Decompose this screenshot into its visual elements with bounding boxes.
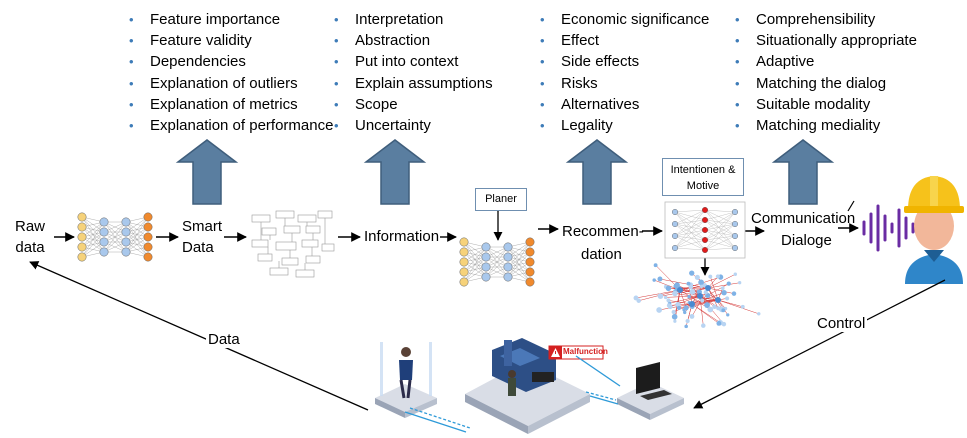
intentions-box: Intentionen & Motive <box>662 158 744 196</box>
list-item: Suitable modality <box>735 94 917 115</box>
computer-platform-icon <box>617 362 684 420</box>
list-item: Abstraction <box>334 30 493 51</box>
audio-waveform-icon <box>862 204 915 252</box>
list-item: Explanation of performance <box>129 115 333 136</box>
list-item: Put into context <box>334 51 493 72</box>
planer-box: Planer <box>475 188 527 211</box>
recommendation-line2: dation <box>581 246 622 263</box>
network-graph-icon <box>633 263 761 329</box>
list-item: Effect <box>540 30 709 51</box>
flowchart-thumbnail-icon <box>251 210 335 278</box>
list-item: Explain assumptions <box>334 73 493 94</box>
malfunction-warning-icon <box>548 345 604 360</box>
list-item: Matching mediality <box>735 115 917 136</box>
list-item: Legality <box>540 115 709 136</box>
list-item: Matching the dialog <box>735 73 917 94</box>
operator-platform-icon <box>375 342 437 418</box>
smart-data-line2: Data <box>182 239 214 256</box>
list-item: Alternatives <box>540 94 709 115</box>
list-item: Explanation of metrics <box>129 94 333 115</box>
raw-data-line1: Raw <box>14 218 45 235</box>
control-feedback-label: Control <box>815 315 868 332</box>
list-item: Scope <box>334 94 493 115</box>
communication-line1: Communication <box>751 210 856 227</box>
worker-avatar-icon <box>904 176 964 284</box>
list-item: Interpretation <box>334 9 493 30</box>
slash-divider <box>847 200 855 212</box>
communication-line2: Dialoge <box>781 232 832 249</box>
neural-network-2-icon <box>459 237 535 287</box>
recommendation-line1: Recommen- <box>562 223 644 240</box>
smart-data-line1: Smart <box>182 218 223 235</box>
list-item: Explanation of outliers <box>129 73 333 94</box>
up-arrow-3 <box>565 139 629 205</box>
up-arrow-4 <box>771 139 835 205</box>
list-item: Situationally appropriate <box>735 30 917 51</box>
communication-label: Communication Dialoge <box>751 208 855 252</box>
smart-data-label: Smart Data <box>182 216 222 258</box>
intentions-line1: Intentionen & <box>670 164 736 176</box>
list-item: Uncertainty <box>334 115 493 136</box>
neural-network-3-icon <box>664 201 746 259</box>
communication-quality-list: Comprehensibility Situationally appropri… <box>735 9 917 136</box>
raw-data-line2: data <box>15 239 45 256</box>
neural-network-1-icon <box>77 212 153 262</box>
list-item: Adaptive <box>735 51 917 72</box>
list-item: Dependencies <box>129 51 333 72</box>
list-item: Economic significance <box>540 9 709 30</box>
recommendation-label: Recommen- dation <box>562 220 644 266</box>
machine-platform-icon <box>465 338 590 434</box>
up-arrow-1 <box>175 139 239 205</box>
control-feedback-arrow <box>693 279 946 409</box>
list-item: Feature importance <box>129 9 333 30</box>
intentions-line2: Motive <box>686 180 720 192</box>
list-item: Side effects <box>540 51 709 72</box>
up-arrow-2 <box>363 139 427 205</box>
data-feedback-label: Data <box>206 331 242 348</box>
network-cable-lines <box>404 355 621 433</box>
list-item: Feature validity <box>129 30 333 51</box>
list-item: Risks <box>540 73 709 94</box>
feature-quality-list: Feature importance Feature validity Depe… <box>129 9 333 136</box>
information-quality-list: Interpretation Abstraction Put into cont… <box>334 9 493 136</box>
malfunction-label: Malfunction <box>563 347 608 356</box>
list-item: Comprehensibility <box>735 9 917 30</box>
recommendation-quality-list: Economic significance Effect Side effect… <box>540 9 709 136</box>
information-label: Information <box>364 228 440 245</box>
data-feedback-arrow <box>29 261 369 411</box>
raw-data-label: Raw data <box>9 216 51 258</box>
